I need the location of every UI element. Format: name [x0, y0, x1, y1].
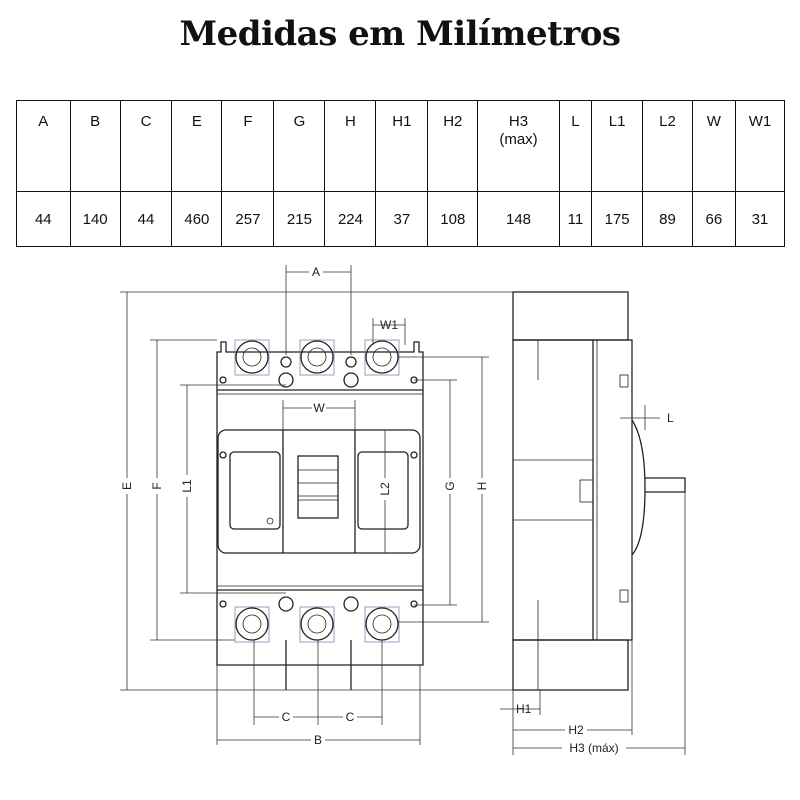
cell-value-w: 66 — [691, 191, 736, 247]
label-H: H — [475, 482, 489, 491]
column-header-h1: H1 — [375, 100, 429, 192]
column-header-a: A — [16, 100, 71, 192]
label-W1: W1 — [380, 318, 398, 332]
cell-value-w1: 31 — [734, 191, 786, 247]
cell-value-l2: 89 — [642, 191, 693, 247]
label-C-right: C — [346, 710, 355, 724]
label-H2: H2 — [568, 723, 584, 737]
front-view — [216, 339, 424, 666]
column-header-b: B — [69, 100, 121, 192]
cell-value-h: 224 — [324, 191, 377, 247]
column-header-g: G — [273, 100, 326, 192]
cell-value-e: 460 — [171, 191, 223, 247]
label-L2: L2 — [378, 482, 392, 496]
label-L1: L1 — [180, 479, 194, 493]
label-E: E — [120, 482, 134, 490]
label-L: L — [667, 411, 674, 425]
label-F: F — [150, 482, 164, 489]
front-dimensions — [120, 265, 513, 745]
side-view — [512, 291, 686, 691]
label-B: B — [314, 733, 322, 747]
cell-value-b: 140 — [69, 191, 121, 247]
label-W: W — [313, 401, 325, 415]
label-A: A — [312, 265, 320, 279]
terminal-screws-top — [219, 339, 418, 459]
column-header-f: F — [221, 100, 275, 192]
column-header-l1: L1 — [591, 100, 644, 192]
label-H1: H1 — [516, 702, 532, 716]
column-header-h3: H3 (max) — [477, 100, 560, 192]
cell-value-a: 44 — [16, 191, 71, 247]
column-header-e: E — [171, 100, 223, 192]
column-header-h2: H2 — [427, 100, 479, 192]
cell-value-l: 11 — [558, 191, 593, 247]
page-title: Medidas em Milímetros — [179, 14, 621, 54]
label-H3: H3 (máx) — [569, 741, 618, 755]
cell-value-l1: 175 — [591, 191, 644, 247]
cell-value-c: 44 — [119, 191, 173, 247]
column-header-l2: L2 — [642, 100, 693, 192]
terminal-screws-bottom — [219, 596, 418, 643]
cell-value-h1: 37 — [375, 191, 429, 247]
column-header-h: H — [324, 100, 377, 192]
label-C-left: C — [282, 710, 291, 724]
label-G: G — [443, 481, 457, 490]
column-header-l: L — [558, 100, 593, 192]
column-header-w1: W1 — [734, 100, 786, 192]
cell-value-g: 215 — [273, 191, 326, 247]
